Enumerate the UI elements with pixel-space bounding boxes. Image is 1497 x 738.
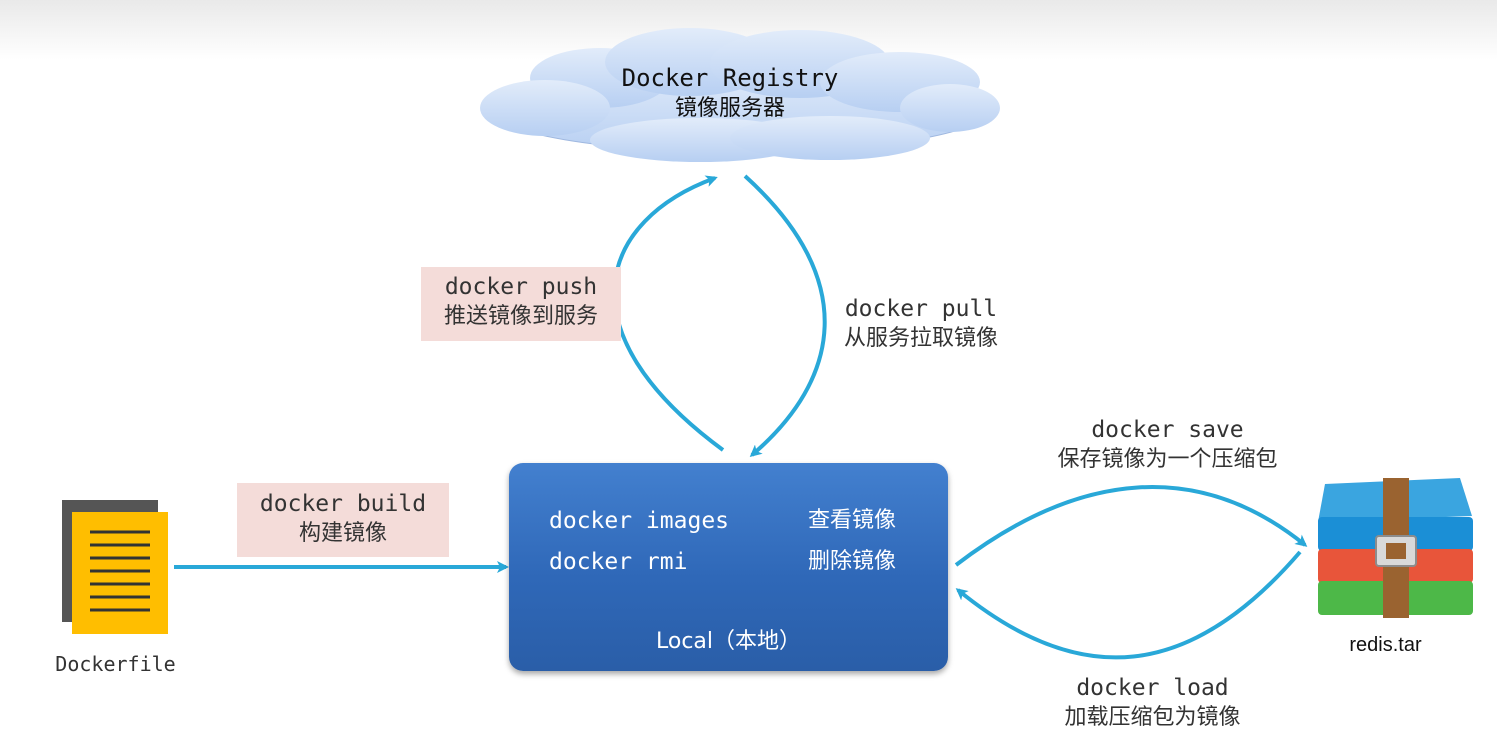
build-command: docker build: [259, 491, 427, 517]
local-title: Local（本地）: [655, 629, 802, 654]
load-label: docker load 加载压缩包为镜像: [1035, 673, 1270, 733]
rmi-command: docker rmi: [549, 549, 688, 575]
document-icon: [62, 500, 168, 634]
pull-command: docker pull: [844, 296, 998, 322]
images-command: docker images: [549, 508, 730, 534]
archive-icon: [1318, 478, 1473, 618]
pull-desc: 从服务拉取镜像: [843, 326, 998, 351]
build-desc: 构建镜像: [298, 521, 387, 546]
save-label: docker save 保存镜像为一个压缩包: [1040, 415, 1295, 475]
pull-arrow: [743, 174, 827, 457]
registry-subtitle: 镜像服务器: [674, 96, 785, 121]
registry-cloud-icon: [480, 28, 1000, 162]
archive-label: redis.tar: [1349, 634, 1422, 656]
dockerfile-label: Dockerfile: [55, 652, 176, 676]
push-command: docker push: [444, 274, 598, 300]
registry-name: Docker Registry: [621, 64, 839, 92]
save-arrow: [954, 485, 1308, 567]
load-command: docker load: [1076, 675, 1229, 701]
push-desc: 推送镜像到服务: [443, 304, 598, 329]
pull-label: docker pull 从服务拉取镜像: [826, 294, 1016, 354]
save-desc: 保存镜像为一个压缩包: [1057, 447, 1278, 472]
build-label: docker build 构建镜像: [237, 483, 449, 557]
images-desc: 查看镜像: [808, 508, 897, 533]
rmi-desc: 删除镜像: [808, 549, 897, 574]
local-box: docker images 查看镜像 docker rmi 删除镜像 Local…: [509, 463, 948, 671]
load-desc: 加载压缩包为镜像: [1064, 705, 1241, 730]
load-arrow: [955, 550, 1302, 660]
save-command: docker save: [1091, 417, 1244, 443]
push-label: docker push 推送镜像到服务: [421, 267, 621, 341]
push-arrow: [612, 175, 725, 452]
registry-label: Docker Registry 镜像服务器: [560, 62, 900, 124]
cropped-heading: ▬▬▬▬▬ ▬ ▬: [22, 0, 279, 9]
